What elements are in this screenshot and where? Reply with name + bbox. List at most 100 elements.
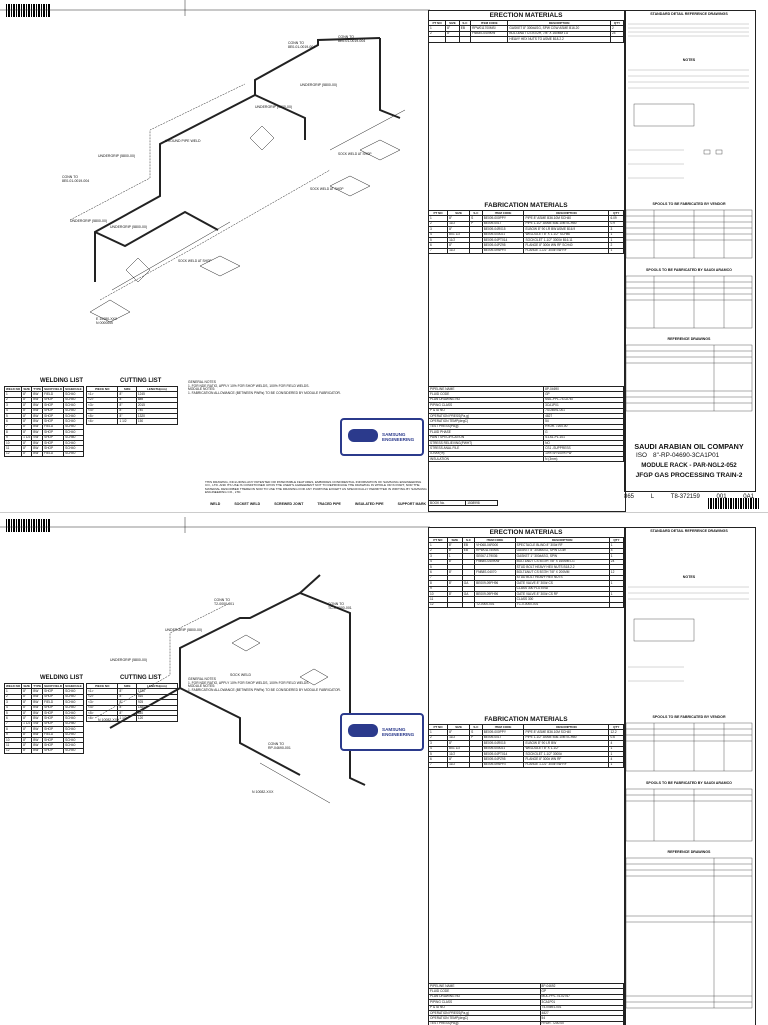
company-name: SAUDI ARABIAN OIL COMPANY [624, 442, 754, 451]
svg-text:UNDERGRIP (5800-00): UNDERGRIP (5800-00) [110, 658, 147, 662]
table-cell [446, 37, 460, 42]
erection-materials-title: ERECTION MATERIALS [428, 529, 624, 536]
code-area: 865 [624, 494, 634, 500]
table-cell: HYDR. 7200.00 [540, 1021, 623, 1025]
general-notes: GENERAL NOTES 1. FOR NDE RATIO, APPLY 10… [188, 381, 423, 396]
legend-traced-pipe: TRACED PIPE [317, 502, 341, 512]
iso-label: ISO [624, 452, 647, 459]
spools-vendor-grid [624, 721, 754, 773]
svg-text:GROUND PIPE WELD: GROUND PIPE WELD [165, 139, 201, 143]
table-cell [459, 37, 470, 42]
table-cell: 12 [5, 748, 22, 753]
book-row: BOOK No. 1508998 [429, 501, 498, 506]
table-cell: 7 [429, 248, 448, 253]
table-cell: 7 [429, 762, 448, 767]
book-label: BOOK No. [429, 501, 466, 506]
svg-text:UNDERGRIP (5800-00): UNDERGRIP (5800-00) [98, 154, 135, 158]
table-cell: BW [32, 451, 43, 456]
cutting-list-title: CUTTING LIST [120, 378, 161, 384]
svg-text:N 10082-XXX: N 10082-XXX [252, 790, 274, 794]
svg-text:SOCK WELD AT SHOP: SOCK WELD AT SHOP [338, 152, 372, 156]
table-cell [609, 602, 623, 607]
note-line: 1. FABRICATION ALLOWANCE (BETWEEN PWRs) … [188, 689, 423, 693]
welding-list-title: WELDING LIST [40, 378, 83, 384]
erection-materials-table: PT NO SIZE S.C ITEM CODE DESCRIPTION QTY… [428, 537, 624, 608]
cutting-list-table: PIECE NO SIZE LENGTH(mm) <1>8"1320<2>8"5… [86, 683, 178, 722]
svg-text:UNDERGRIP (5800-00): UNDERGRIP (5800-00) [165, 628, 202, 632]
table-cell: SHOP [43, 748, 64, 753]
table-cell: 12 [429, 602, 448, 607]
drawing-code-row: 865 L T8-372159 001 0A1 [624, 494, 754, 500]
legend-insulated-pipe: INSULATED PIPE [355, 502, 384, 512]
spools-vendor-grid [624, 208, 754, 260]
table-cell [429, 37, 446, 42]
table-cell [471, 37, 508, 42]
table-cell [470, 248, 483, 253]
cutting-list-title: CUTTING LIST [120, 675, 161, 681]
table-row: TEST PRESS(Pa,g)HYDR. 7200.00 [429, 1021, 624, 1025]
table-cell: INSULATION [429, 457, 544, 462]
cutting-rows: <1>8"1320<2>8"510<3>8"925<4>8"1880<5>8"6… [87, 689, 178, 721]
table-cell: FIELD [43, 451, 64, 456]
table-cell: FLANGE 1-1/2" 300# SW RF [524, 762, 609, 767]
spools-vendor-title: SPOOLS TO BE FABRICATED BY VENDOR [624, 715, 754, 719]
svg-text:UNDERGRIP (5800-00): UNDERGRIP (5800-00) [300, 83, 337, 87]
note-line: 1. FABRICATION ALLOWANCE (BETWEEN PWRs) … [188, 392, 423, 396]
svg-text:SOCK WELD AT SHOP: SOCK WELD AT SHOP [310, 187, 344, 191]
table-cell: 1 1/2 [118, 716, 136, 721]
table-cell: 150 [136, 419, 177, 424]
module-rack: MODULE RACK - PAR-NGL2-052 [624, 462, 754, 469]
svg-text:SOCK WELD: SOCK WELD [230, 673, 251, 677]
standard-detail-title: STANDARD DETAIL REFERENCE DRAWINGS [624, 529, 754, 533]
table-cell [611, 37, 624, 42]
table-cell: TEST PRESS(Pa,g) [429, 1021, 541, 1025]
spools-saudi-title: SPOOLS TO BE FABRICATED BY SAUDI ARAMCO [624, 268, 754, 272]
table-cell: SCH40 [64, 748, 84, 753]
logo-mark-icon [348, 429, 378, 442]
symbol-legend: WELD SOCKET WELD SCREWED JOINT TRACED PI… [210, 502, 426, 512]
spools-saudi-title: SPOOLS TO BE FABRICATED BY SAUDI ARAMCO [624, 781, 754, 785]
notes-title: NOTES [624, 58, 754, 62]
confidential-notice: THIS DRAWING, INCLUDING ANY PATENTED OR … [205, 481, 427, 495]
table-cell: BE009-0R6PR7 [482, 762, 524, 767]
code-type: L [651, 494, 654, 500]
legend-screwed-joint: SCREWED JOINT [274, 502, 303, 512]
table-cell: FLANGE 1-1/2" 300# SW RF [524, 248, 609, 253]
table-cell: 1 [609, 248, 624, 253]
logo-text: SAMSUNG ENGINEERING [382, 432, 422, 442]
fabrication-materials-title: FABRICATION MATERIALS [428, 716, 624, 723]
table-cell: 1 1/2 [118, 419, 136, 424]
legend-support-mark: SUPPORT MARK [398, 502, 426, 512]
code-rev: 0A1 [743, 494, 754, 500]
cutting-list-table: PIECE NO SIZE LENGTH(mm) <1>8"1245<2>8"8… [86, 386, 178, 425]
welding-list-title: WELDING LIST [40, 675, 83, 681]
reference-drawings-title: REFERENCE DRAWINGS [624, 850, 754, 854]
ruled-lines [624, 18, 754, 58]
spools-saudi-grid [624, 274, 754, 330]
table-cell: BW [32, 748, 43, 753]
svg-text:UNDERGRIP (5800-00): UNDERGRIP (5800-00) [255, 105, 292, 109]
table-cell: HEAVY HEX NUTS TO ASME B18.2.2 [508, 37, 611, 42]
table-cell [447, 602, 462, 607]
project-title: JFGP GAS PROCESSING TRAIN-2 [624, 472, 754, 479]
standard-detail-title: STANDARD DETAIL REFERENCE DRAWINGS [624, 12, 754, 16]
notes-lines [624, 581, 754, 711]
svg-text:UNDERGRIP (5800-00): UNDERGRIP (5800-00) [70, 219, 107, 223]
table-cell [462, 602, 474, 607]
